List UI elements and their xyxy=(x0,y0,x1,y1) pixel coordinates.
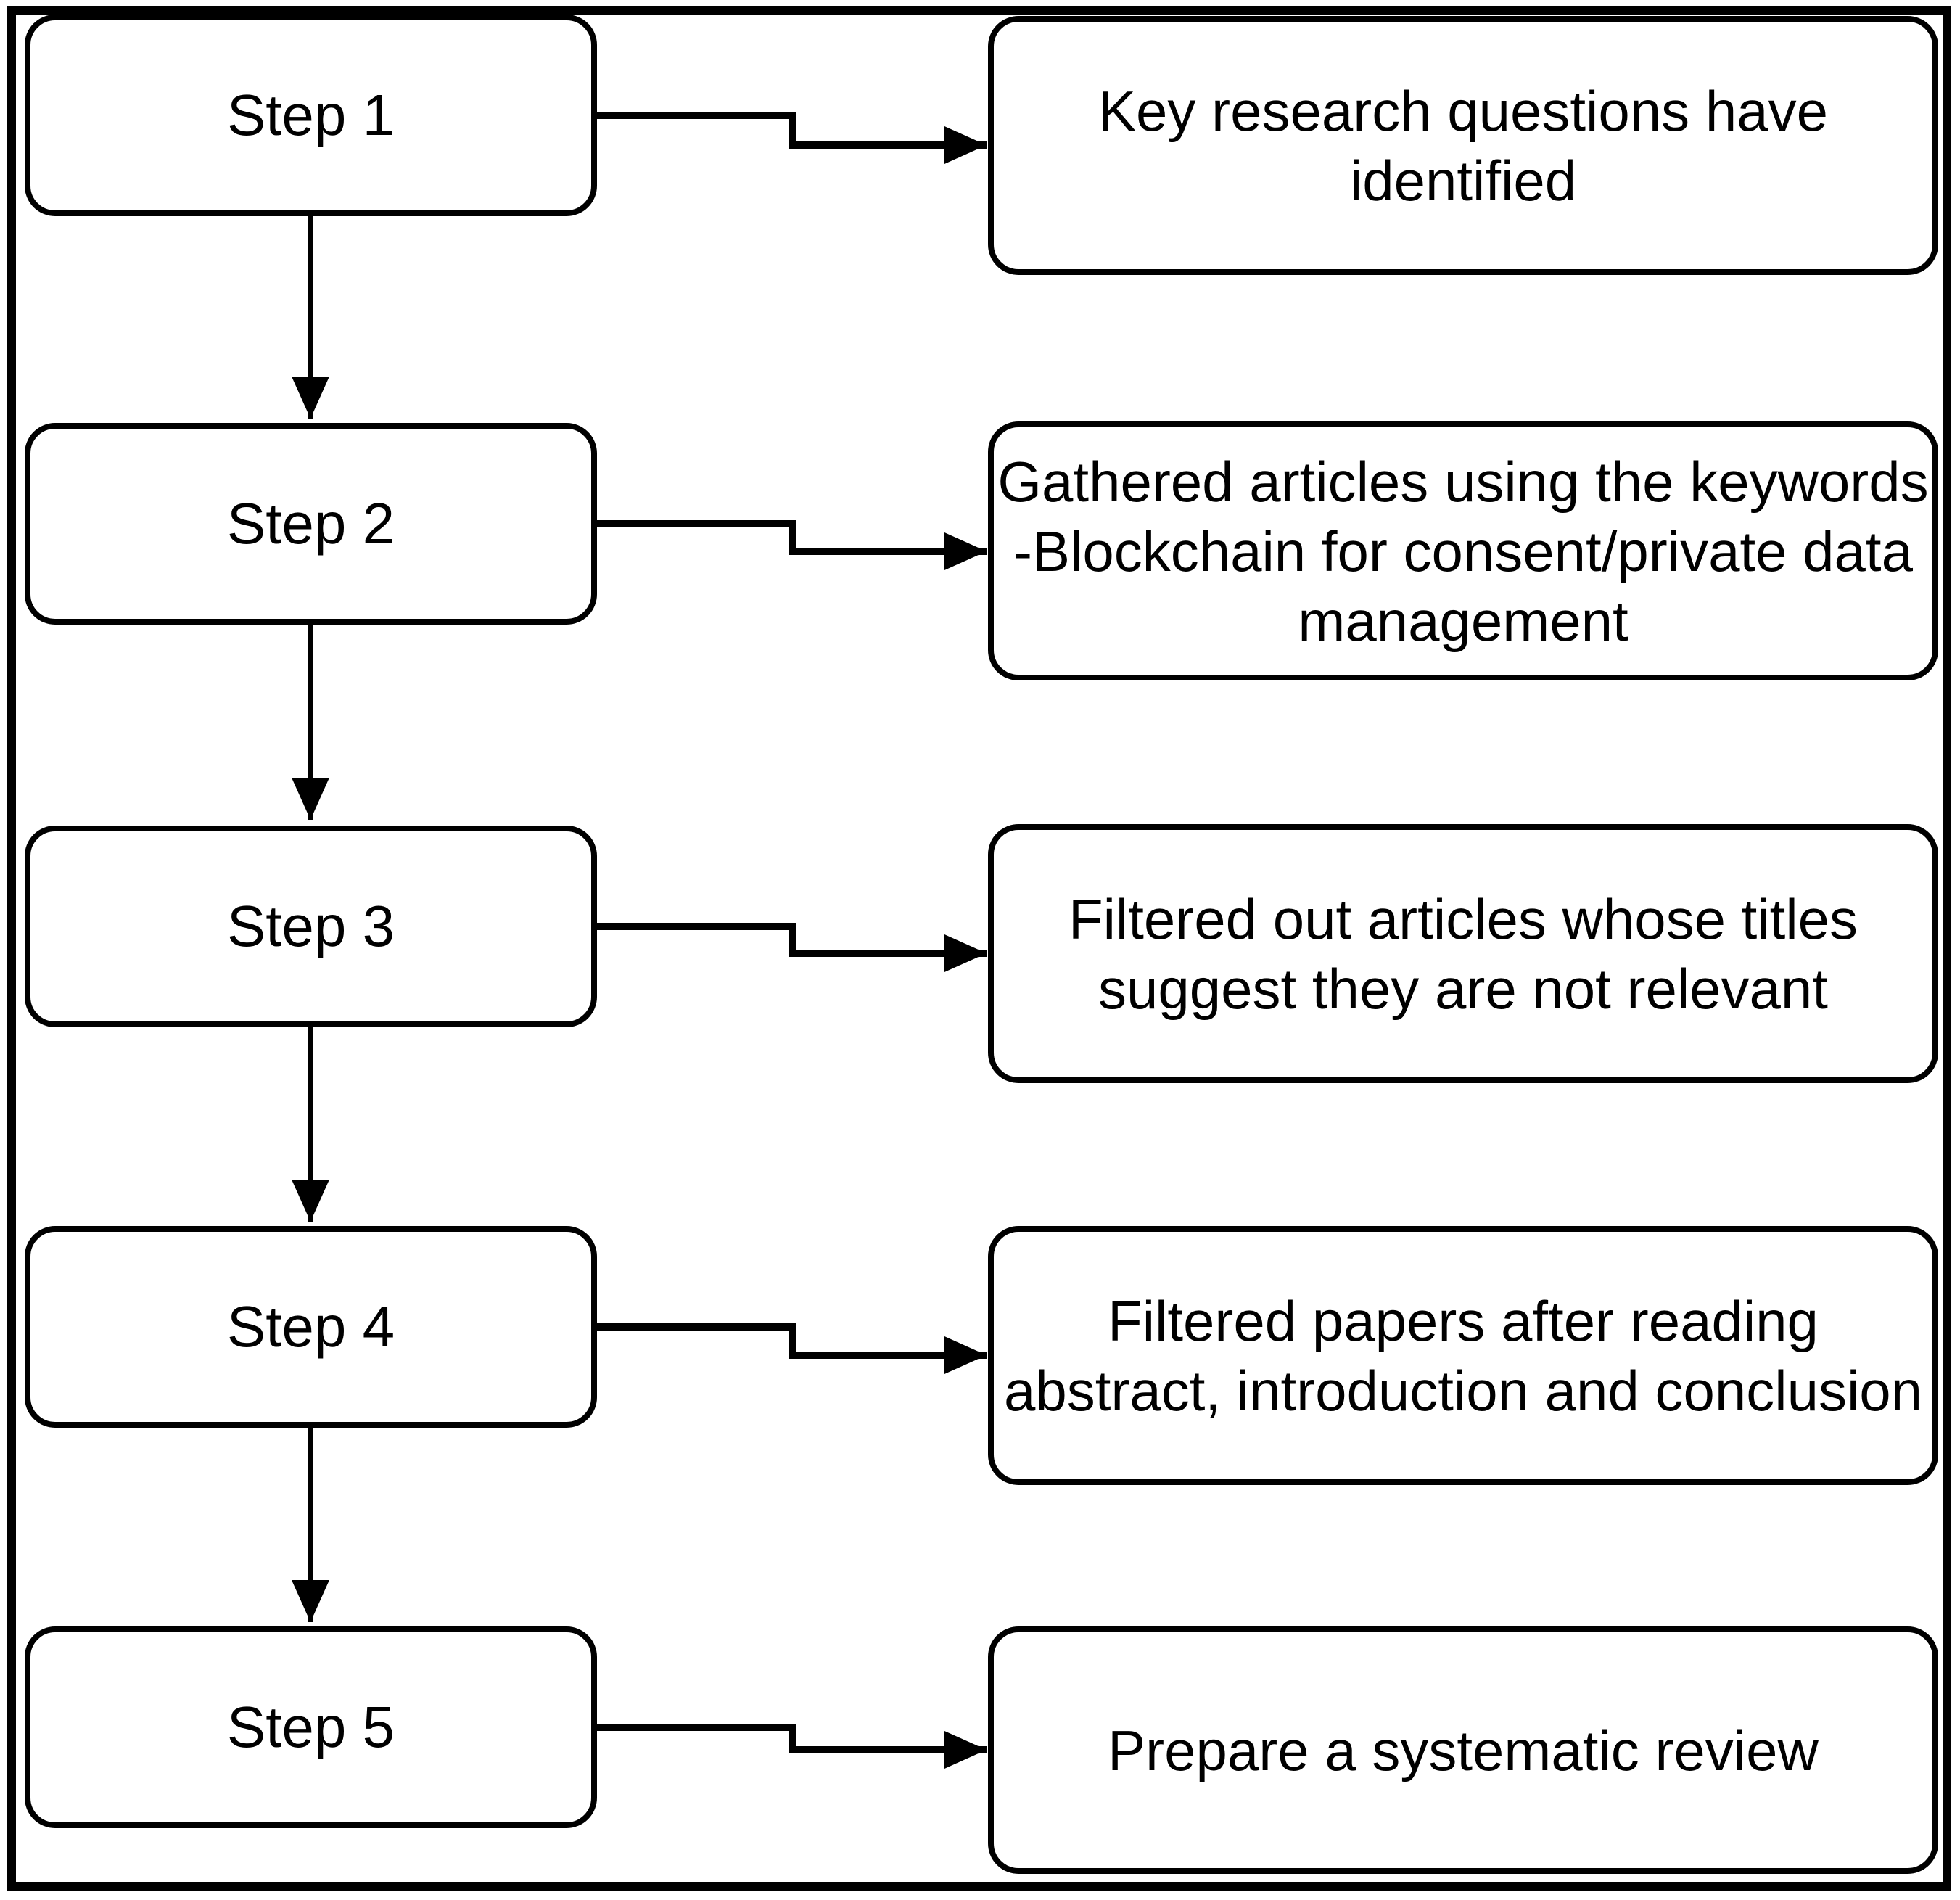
step-box-5: Step 5 xyxy=(25,1626,597,1828)
step-box-3: Step 3 xyxy=(25,826,597,1027)
outer-border xyxy=(7,6,1951,1891)
description-text-2: Gathered articles using the keywords-Blo… xyxy=(997,449,1929,653)
description-box-2: Gathered articles using the keywords-Blo… xyxy=(988,421,1938,680)
description-box-5: Prepare a systematic review xyxy=(988,1626,1938,1874)
step-label-1: Step 1 xyxy=(226,83,395,147)
step-box-2: Step 2 xyxy=(25,423,597,625)
step-box-1: Step 1 xyxy=(25,15,597,216)
step-label-3: Step 3 xyxy=(226,894,395,958)
description-text-5: Prepare a systematic review xyxy=(1108,1718,1819,1782)
step-box-4: Step 4 xyxy=(25,1226,597,1428)
step-label-5: Step 5 xyxy=(226,1695,395,1759)
step-label-2: Step 2 xyxy=(226,491,395,556)
step-label-4: Step 4 xyxy=(226,1294,395,1359)
